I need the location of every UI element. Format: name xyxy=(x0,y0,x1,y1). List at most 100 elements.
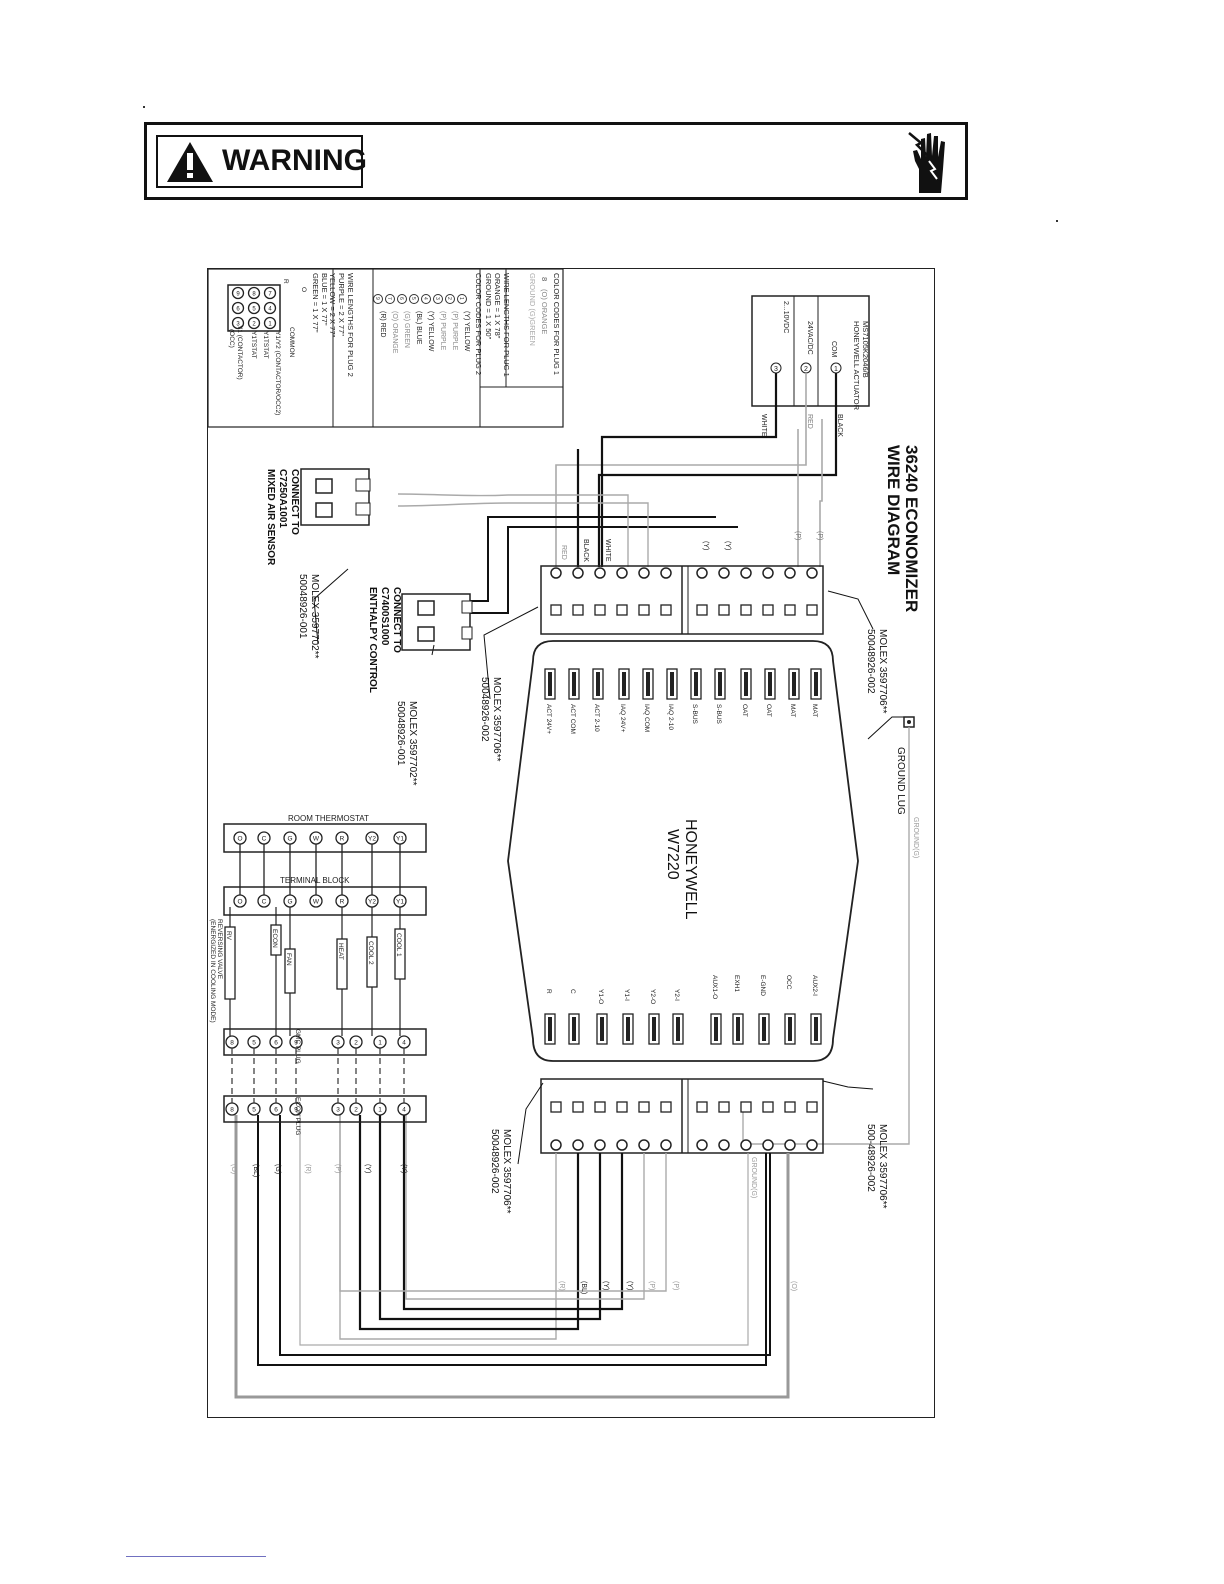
controller-top-terminal-slot xyxy=(596,672,600,696)
controller-top-terminal-slot xyxy=(792,672,796,696)
actuator-terminal-1: 1 xyxy=(834,366,838,373)
legend-pin-number: 5 xyxy=(410,297,416,300)
connector-pin xyxy=(594,567,606,579)
controller-model: W7220 xyxy=(664,829,681,880)
connector-pin xyxy=(784,567,796,579)
connector-socket xyxy=(660,604,672,616)
legend-pin-color: (G) GREEN xyxy=(403,311,410,348)
mixed-line3: MIXED AIR SENSOR xyxy=(265,469,276,566)
connector-socket xyxy=(740,1101,752,1113)
plug-pin-number: 9 xyxy=(294,1040,298,1047)
legend-plug2-len-purple: PURPLE = 2 X 77" xyxy=(337,273,346,336)
econ-wire-label: (BL) xyxy=(252,1164,259,1177)
enthalpy-line1: CONNECT TO xyxy=(391,587,402,653)
pinout-pin-number: 1 xyxy=(268,322,272,328)
legend-pin-number: 4 xyxy=(422,297,428,300)
mixed-air-sensor-plug xyxy=(300,468,371,526)
bottom-molex-connector xyxy=(540,1078,824,1154)
relay-label: FAN xyxy=(285,953,292,966)
pinout-pin-number: 8 xyxy=(252,292,256,298)
connector-socket xyxy=(616,1101,628,1113)
controller-top-terminal-label: ACT 24V+ xyxy=(545,704,552,734)
controller-top-terminal-slot xyxy=(694,672,698,696)
controller-y-terminal-label: Y2-O xyxy=(649,989,656,1004)
thermostat-terminal-label: C xyxy=(262,899,267,906)
controller-aux-terminal-label: AUX1-O xyxy=(711,975,718,999)
connector-pin xyxy=(572,1139,584,1151)
controller-top-terminal-label: OAT xyxy=(765,704,772,717)
warning-label: WARNING xyxy=(222,144,367,177)
controller-aux-terminal-label: AUX2-I xyxy=(811,975,818,996)
plug-pin-number: 3 xyxy=(336,1040,340,1047)
molex-top-right-num: 50048926-002 xyxy=(865,629,876,694)
econ-wire-label: (Y) xyxy=(400,1164,407,1173)
rv-note-2: (ENERGIZED IN COOLING MODE) xyxy=(209,919,216,1023)
controller-y-terminal-slot xyxy=(652,1017,656,1041)
legend-plug1-len-ground: GROUND = 1 X 50" xyxy=(484,273,493,340)
top-wire-white: WHITE xyxy=(604,539,611,562)
pinout-pin xyxy=(247,286,261,300)
plug-pin-number: 6 xyxy=(274,1040,278,1047)
pinout-pin xyxy=(231,301,245,315)
molex-bottom-left-num: 50048926-002 xyxy=(489,1129,500,1194)
controller-y-terminal-label: R xyxy=(545,989,552,994)
plug-pin-number: 2 xyxy=(354,1040,358,1047)
bottom-wires xyxy=(234,1115,790,1399)
relay-label: ECON xyxy=(271,929,278,948)
relay-label: HEAT xyxy=(337,943,344,960)
connector-socket xyxy=(696,1101,708,1113)
thermostat-terminal-label: Y1 xyxy=(396,899,404,906)
legend-pin-color: (Y) YELLOW xyxy=(427,311,434,352)
ground-lug xyxy=(742,716,915,1145)
controller-top-terminal-slot xyxy=(670,672,674,696)
actuator-model: MS7105K2046/B xyxy=(861,321,870,378)
connector-socket xyxy=(718,1101,730,1113)
connector-socket xyxy=(784,604,796,616)
enthalpy-control-plug xyxy=(401,593,473,651)
controller-top-terminal-slot xyxy=(548,672,552,696)
thermostat-terminal-label: O xyxy=(237,836,242,843)
econ-wire-label: (P) xyxy=(334,1164,341,1173)
top-wire-p2: (P) xyxy=(794,531,801,540)
pinout-pin xyxy=(263,286,277,300)
bottom-wire-label: (P) xyxy=(672,1281,679,1290)
connector-pin xyxy=(696,567,708,579)
warning-triangle-icon xyxy=(167,142,213,182)
legend-pin-marker xyxy=(409,294,419,304)
actuator-wire-white: WHITE xyxy=(760,414,767,437)
molex-mixed-part: MOLEX 3597702** xyxy=(309,574,320,659)
pinout-pin xyxy=(263,316,277,330)
top-wire-black: BLACK xyxy=(582,539,589,562)
controller-top-terminal-label: OAT xyxy=(741,704,748,717)
diagram-title-line1: 36240 ECONOMIZER xyxy=(902,445,921,612)
ground-wire-label: GROUND(G) xyxy=(912,817,919,858)
legend-plug1-lengths-title: WIRE LENGTHS FOR PLUG 1 xyxy=(502,273,511,377)
pinout-pin-number: 6 xyxy=(236,307,240,313)
top-wire-red: RED xyxy=(560,545,567,560)
pinout-pin-number: 9 xyxy=(236,292,240,298)
legend-pin-number: 3 xyxy=(434,297,440,300)
molex-top-left-part: MOLEX 3597706** xyxy=(491,677,502,762)
mixed-line1: CONNECT TO xyxy=(289,469,300,535)
top-wire-p1: (P) xyxy=(816,531,823,540)
econ-wire-label: (R) xyxy=(304,1164,311,1174)
thermostat-terminal-label: W xyxy=(313,899,320,906)
pinout-pin-number: 5 xyxy=(252,307,256,313)
relay-label: COOL 2 xyxy=(367,941,374,965)
plug-pin-number: 5 xyxy=(252,1107,256,1114)
actuator-com: COM xyxy=(830,341,837,358)
stray-dot xyxy=(1056,220,1058,222)
controller-top-terminal-label: S-BUS xyxy=(715,704,722,725)
connector-socket xyxy=(740,604,752,616)
plug-pin-number: 1 xyxy=(378,1040,382,1047)
connector-socket xyxy=(638,604,650,616)
legend-pin-marker xyxy=(397,294,407,304)
controller-y-terminal-slot xyxy=(548,1017,552,1041)
legend-plug2-len-blue: BLUE = 1 X 77" xyxy=(320,273,329,326)
legend-plug1-len-orange: ORANGE = 1 X 78" xyxy=(493,273,502,339)
controller-top-terminal-slot xyxy=(646,672,650,696)
controller-aux-terminal-slot xyxy=(814,1017,818,1041)
warning-badge: WARNING xyxy=(156,135,367,188)
legend-pin-marker xyxy=(385,294,395,304)
